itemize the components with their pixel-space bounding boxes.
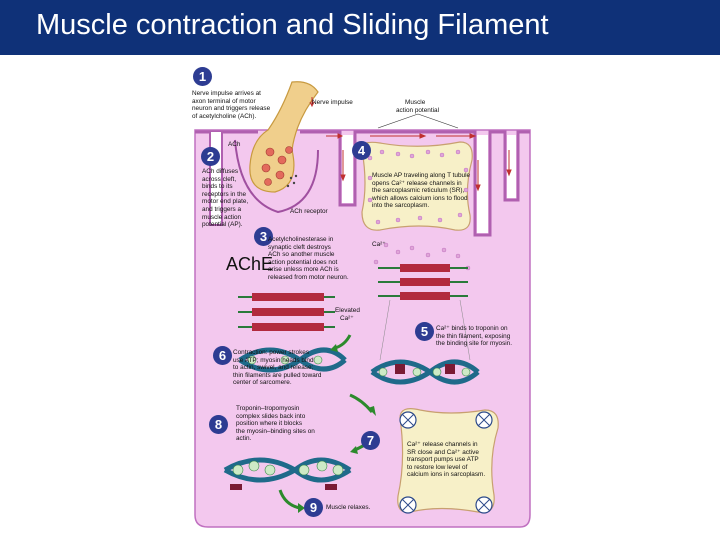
- ca-ions-top: [367, 149, 471, 271]
- thin-filament-detail-upper: [370, 359, 480, 385]
- sarcolemma-top: [195, 130, 530, 237]
- sarcoplasmic-reticulum-bottom: [397, 408, 499, 513]
- ach-molecules: [286, 174, 298, 188]
- diagram-artwork: [194, 81, 531, 528]
- ach-label: ACh: [228, 141, 241, 148]
- step-badge-8: 8: [209, 415, 228, 434]
- arrow-heads: [330, 344, 376, 454]
- t-tubule-far-right: [507, 135, 516, 198]
- zoom-lines: [379, 299, 471, 361]
- motor-end-plate: [234, 139, 319, 214]
- step-badge-7: 7: [361, 431, 380, 450]
- thin-filament-detail-lower: [223, 457, 352, 490]
- step-badge-2: 2: [201, 147, 220, 166]
- muscle-ap-label-2: action potential: [396, 107, 439, 114]
- elevated-label-1: Elevated: [335, 307, 360, 314]
- step-badge-3: 3: [254, 227, 273, 246]
- sarcoplasmic-reticulum-top: [361, 141, 473, 231]
- step-badge-1: 1: [193, 67, 212, 86]
- title-bar: Muscle contraction and Sliding Filament: [0, 0, 720, 55]
- t-tubule-mid: [342, 135, 353, 203]
- step-9-text: Muscle relaxes.: [326, 504, 371, 511]
- step-badge-6: 6: [213, 346, 232, 365]
- relax-arrow-head: [298, 503, 305, 513]
- relax-arrow: [278, 489, 301, 510]
- muscle-ap-arrows: [326, 133, 512, 192]
- thin-filament-detail-left: [238, 347, 347, 373]
- ca-pump-crosses: [401, 413, 491, 512]
- ache-label: AChE: [226, 254, 274, 274]
- synaptic-vesicles: [261, 146, 293, 186]
- ap-lines-to-membrane: [377, 113, 459, 129]
- muscle-ap-label-1: Muscle: [405, 99, 426, 106]
- ca-label-top: Ca²⁺: [372, 241, 386, 248]
- myofilaments-left: [238, 293, 335, 331]
- step-badge-9: 9: [304, 498, 323, 517]
- nerve-impulse-label: Nerve impulse: [312, 99, 353, 106]
- step-badge-4: 4: [352, 141, 371, 160]
- muscle-contraction-diagram: Nerve impulse Muscle action potential AC…: [0, 55, 720, 540]
- slide-title: Muscle contraction and Sliding Filament: [36, 9, 549, 41]
- myofilaments-upper: [378, 264, 468, 300]
- nerve-impulse-arrow: [309, 97, 315, 108]
- step-badge-5: 5: [415, 322, 434, 341]
- t-tubule-right: [477, 135, 488, 233]
- elevated-label-2: Ca²⁺: [340, 315, 354, 322]
- ach-receptor-label: ACh receptor: [290, 208, 328, 215]
